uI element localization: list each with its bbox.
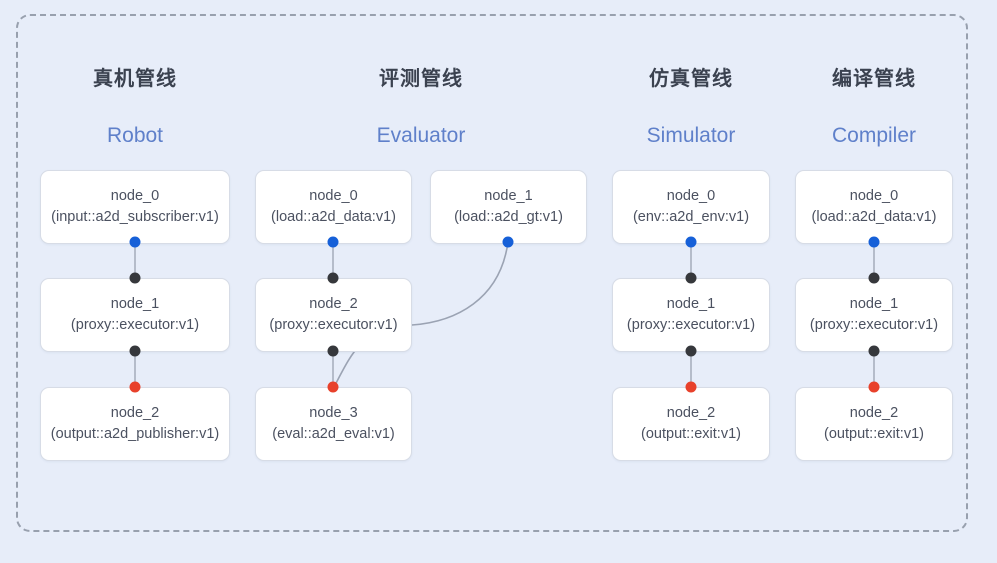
- port-neutral-compiler-node-1-0[interactable]: [868, 272, 880, 284]
- node-name-label: node_2: [309, 295, 358, 312]
- node-name-label: node_2: [666, 404, 716, 421]
- node-name-label: node_0: [110, 187, 160, 204]
- node-spec-label: (proxy::executor:v1): [626, 317, 756, 333]
- edge-line-robot-0: [134, 242, 136, 278]
- node-spec-label: (load::a2d_data:v1): [811, 209, 937, 225]
- column-title-en-compiler: Compiler: [831, 124, 917, 147]
- edge-line-evaluator-0: [332, 242, 334, 278]
- edge-line-simulator-0: [690, 242, 692, 278]
- column-title-en-robot: Robot: [106, 124, 164, 147]
- node-spec-label: (proxy::executor:v1): [269, 317, 398, 333]
- port-neutral-robot-node-1-0[interactable]: [129, 272, 141, 284]
- node-spec-label: (load::a2d_data:v1): [271, 209, 396, 225]
- node-name-label: node_1: [110, 295, 160, 312]
- node-spec-label: (proxy::executor:v1): [70, 317, 200, 333]
- node-name-label: node_0: [849, 187, 899, 204]
- port-neutral-robot-node-1-1[interactable]: [129, 345, 141, 357]
- node-box-evaluator-node-2[interactable]: node_2(proxy::executor:v1): [255, 278, 412, 352]
- node-name-label: node_1: [849, 295, 899, 312]
- column-title-cn-robot: 真机管线: [93, 68, 177, 90]
- node-name-label: node_3: [309, 404, 358, 421]
- column-title-cn-compiler: 编译管线: [832, 68, 916, 90]
- column-title-cn-evaluator: 评测管线: [379, 68, 463, 90]
- node-name-label: node_0: [666, 187, 716, 204]
- node-box-robot-node-1[interactable]: node_1(proxy::executor:v1): [40, 278, 230, 352]
- port-neutral-evaluator-node-2-0[interactable]: [327, 272, 339, 284]
- pipeline-group-frame: [16, 14, 968, 532]
- node-spec-label: (output::exit:v1): [641, 426, 741, 442]
- port-input-simulator-node-0-0[interactable]: [685, 236, 697, 248]
- port-neutral-simulator-node-1-0[interactable]: [685, 272, 697, 284]
- node-box-compiler-node-0[interactable]: node_0(load::a2d_data:v1): [795, 170, 953, 244]
- column-title-cn-simulator: 仿真管线: [649, 68, 733, 90]
- node-box-evaluator-node-3[interactable]: node_3(eval::a2d_eval:v1): [255, 387, 412, 461]
- node-box-robot-node-2[interactable]: node_2(output::a2d_publisher:v1): [40, 387, 230, 461]
- edge-line-compiler-1: [873, 351, 875, 387]
- node-box-compiler-node-1[interactable]: node_1(proxy::executor:v1): [795, 278, 953, 352]
- port-input-evaluator-node-1-0[interactable]: [502, 236, 514, 248]
- edge-line-simulator-1: [690, 351, 692, 387]
- node-name-label: node_0: [309, 187, 358, 204]
- port-output-compiler-node-2-0[interactable]: [868, 381, 880, 393]
- port-input-compiler-node-0-0[interactable]: [868, 236, 880, 248]
- node-spec-label: (proxy::executor:v1): [809, 317, 939, 333]
- node-spec-label: (output::exit:v1): [824, 426, 924, 442]
- node-name-label: node_2: [110, 404, 160, 421]
- node-box-robot-node-0[interactable]: node_0(input::a2d_subscriber:v1): [40, 170, 230, 244]
- node-box-simulator-node-1[interactable]: node_1(proxy::executor:v1): [612, 278, 770, 352]
- column-title-en-evaluator: Evaluator: [376, 124, 466, 147]
- port-output-simulator-node-2-0[interactable]: [685, 381, 697, 393]
- edge-line-robot-1: [134, 351, 136, 387]
- node-spec-label: (load::a2d_gt:v1): [454, 209, 563, 225]
- port-neutral-compiler-node-1-1[interactable]: [868, 345, 880, 357]
- node-box-compiler-node-2[interactable]: node_2(output::exit:v1): [795, 387, 953, 461]
- port-input-robot-node-0-0[interactable]: [129, 236, 141, 248]
- edge-line-compiler-0: [873, 242, 875, 278]
- node-name-label: node_1: [666, 295, 716, 312]
- node-spec-label: (input::a2d_subscriber:v1): [51, 209, 219, 225]
- node-box-simulator-node-0[interactable]: node_0(env::a2d_env:v1): [612, 170, 770, 244]
- node-name-label: node_2: [849, 404, 899, 421]
- node-box-evaluator-node-0[interactable]: node_0(load::a2d_data:v1): [255, 170, 412, 244]
- port-output-evaluator-node-3-0[interactable]: [327, 381, 339, 393]
- edge-line-evaluator-1: [332, 351, 334, 387]
- node-box-evaluator-node-1[interactable]: node_1(load::a2d_gt:v1): [430, 170, 587, 244]
- node-name-label: node_1: [484, 187, 533, 204]
- node-spec-label: (env::a2d_env:v1): [632, 209, 750, 225]
- port-neutral-evaluator-node-2-1[interactable]: [327, 345, 339, 357]
- node-box-simulator-node-2[interactable]: node_2(output::exit:v1): [612, 387, 770, 461]
- node-spec-label: (eval::a2d_eval:v1): [272, 426, 395, 442]
- port-neutral-simulator-node-1-1[interactable]: [685, 345, 697, 357]
- port-input-evaluator-node-0-0[interactable]: [327, 236, 339, 248]
- port-output-robot-node-2-0[interactable]: [129, 381, 141, 393]
- column-title-en-simulator: Simulator: [646, 124, 736, 147]
- node-spec-label: (output::a2d_publisher:v1): [50, 426, 220, 442]
